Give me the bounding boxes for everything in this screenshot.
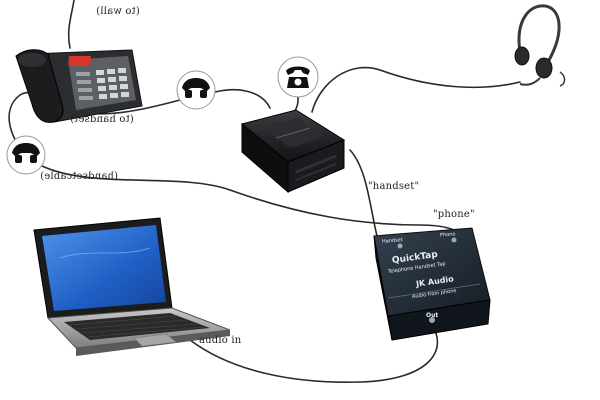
desk-phone [15,49,143,123]
label-audio-in: audio in [199,335,242,346]
cable-left-to-quicktap [39,164,463,237]
quicktap-box [373,227,491,341]
handset-icon-middle [176,70,216,110]
label-to-handset: (to handset) [70,114,134,125]
handset-icon-left [6,135,46,175]
label-handsetcable: (handsetcable) [40,171,118,182]
quicktap-out-port: Out [426,312,439,319]
cable-phone-to-wall [67,0,75,49]
phone-icon [277,56,319,98]
cable-amp-to-quicktap [349,149,379,241]
label-phone: "phone" [433,209,475,220]
label-to-wall: (to wall) [96,6,140,17]
headset [514,4,566,87]
cable-handset-icon-to-amp [214,88,271,109]
cable-headset-to-amp [311,66,521,113]
label-handset: "handset" [368,181,420,192]
laptop [33,217,231,356]
amplifier [240,109,346,194]
